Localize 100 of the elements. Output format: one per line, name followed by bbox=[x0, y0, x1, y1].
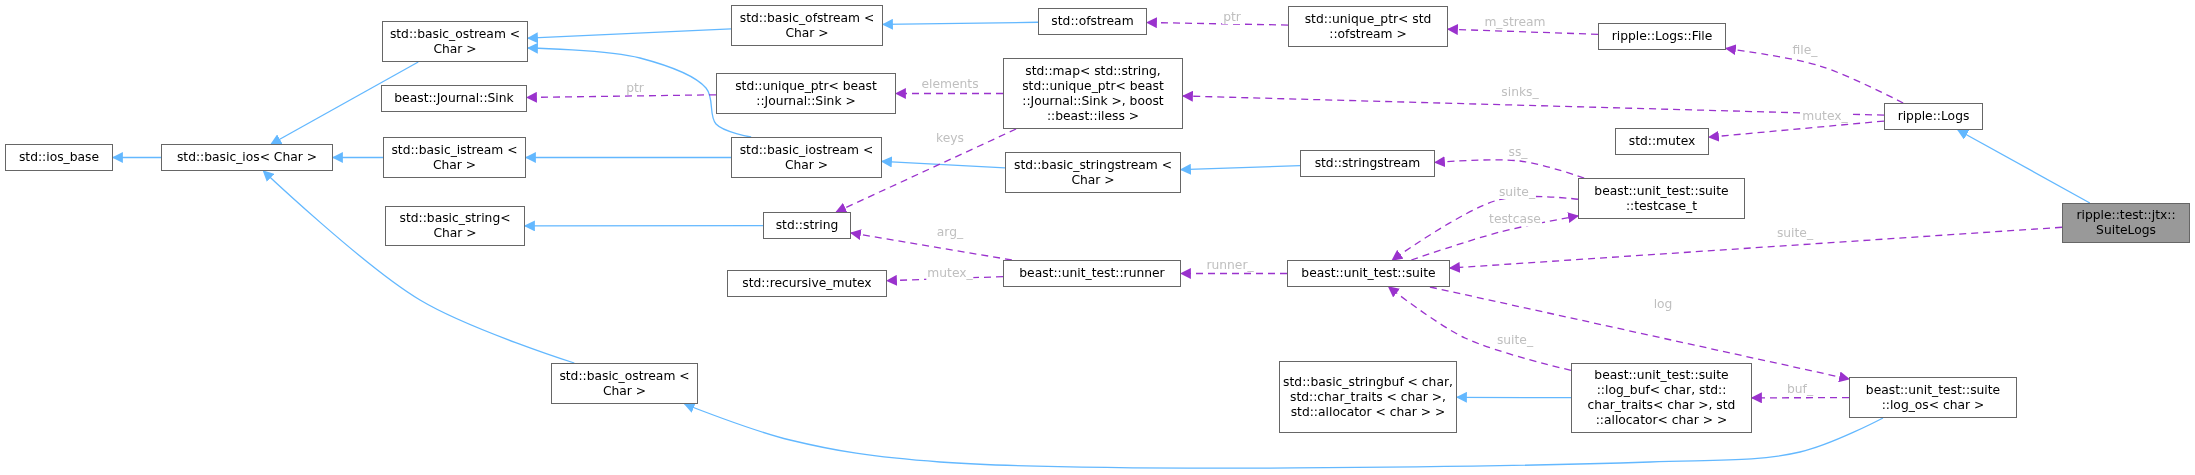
class-name: std::recursive_mutex bbox=[741, 276, 873, 291]
dashed-arrow bbox=[1707, 120, 1885, 142]
edge-label: buf_ bbox=[1785, 382, 1815, 396]
class-name: std::unique_ptr< beast ::Journal::Sink > bbox=[734, 78, 878, 109]
class-name: beast::unit_test::suite ::testcase_t bbox=[1593, 183, 1730, 214]
class-box bbox=[731, 137, 882, 178]
class-box bbox=[1849, 377, 2017, 418]
class-name: std::basic_ostream < Char > bbox=[558, 368, 691, 399]
class-box bbox=[1571, 363, 1752, 433]
class-name: std::map< std::string, std::unique_ptr< beast ::Journal::Sink >, boost ::beast::iless > bbox=[1021, 63, 1165, 124]
class-box bbox=[551, 363, 698, 404]
arrow bbox=[1956, 129, 2091, 204]
dashed-arrow bbox=[1446, 24, 1599, 36]
arrow bbox=[526, 42, 752, 138]
class-box bbox=[716, 73, 896, 114]
arrow bbox=[111, 152, 162, 163]
edge-label: m_stream bbox=[1483, 15, 1547, 29]
dashed-arrow bbox=[1145, 17, 1289, 29]
arrow bbox=[683, 402, 1884, 469]
class-name: std::unique_ptr< std ::ofstream > bbox=[1303, 11, 1433, 42]
class-box bbox=[1287, 260, 1450, 287]
arrow bbox=[1179, 163, 1301, 175]
dashed-arrow bbox=[1433, 156, 1585, 179]
class-box bbox=[2062, 203, 2190, 243]
dashed-arrow bbox=[1724, 44, 1904, 104]
edge-label: mutex_ bbox=[926, 266, 974, 280]
dashed-arrow bbox=[894, 88, 1004, 99]
class-box bbox=[385, 206, 525, 246]
arrow bbox=[524, 152, 732, 163]
edge-label: suite_ bbox=[1775, 226, 1815, 240]
class-name: std::mutex bbox=[1627, 134, 1697, 149]
arrow bbox=[270, 61, 419, 145]
edge-label: elements bbox=[920, 77, 980, 91]
dashed-arrow bbox=[1391, 195, 1579, 261]
class-box bbox=[1598, 23, 1726, 50]
class-box bbox=[1615, 128, 1709, 155]
class-name: std::basic_string< Char > bbox=[398, 211, 512, 241]
class-name: ripple::Logs::File bbox=[1610, 29, 1714, 44]
class-name: ripple::Logs bbox=[1896, 109, 1971, 124]
class-box bbox=[1003, 58, 1183, 129]
dashed-arrow bbox=[1410, 212, 1580, 261]
arrow bbox=[331, 152, 384, 163]
class-name: std::basic_stringbuf < char, std::char_traits < char >, std::allocator < char > > bbox=[1282, 374, 1454, 420]
dashed-arrow bbox=[525, 91, 717, 103]
edge-label: log bbox=[1652, 297, 1674, 311]
class-name: std::ofstream bbox=[1050, 14, 1135, 29]
edge-label: testcase bbox=[1488, 212, 1542, 226]
class-name: std::basic_ios< Char > bbox=[175, 150, 319, 165]
arrow bbox=[526, 28, 732, 44]
class-name: beast::unit_test::suite ::log_buf< char, std:: char_traits< char >, std ::allocator< char > > bbox=[1586, 368, 1737, 428]
class-name: std::stringstream bbox=[1313, 156, 1422, 171]
class-box bbox=[5, 144, 113, 171]
class-name: beast::Journal::Sink bbox=[393, 91, 515, 106]
class-name: std::ios_base bbox=[17, 150, 101, 165]
dashed-arrow bbox=[1181, 90, 1885, 116]
edge-label: ptr bbox=[625, 81, 645, 95]
class-box bbox=[1005, 152, 1181, 193]
dashed-arrow bbox=[1750, 392, 1850, 404]
class-box bbox=[1288, 6, 1448, 47]
class-name: ripple::test::jtx:: SuiteLogs bbox=[2075, 208, 2177, 238]
edge-label: mutex_ bbox=[1801, 109, 1849, 123]
edge-label: suite_ bbox=[1497, 185, 1537, 199]
class-box bbox=[1884, 103, 1983, 130]
dashed-arrow bbox=[1448, 226, 2063, 273]
edge-label: sinks_ bbox=[1500, 85, 1540, 99]
class-box bbox=[1038, 8, 1147, 35]
class-box bbox=[1279, 361, 1457, 433]
edge-label: suite_ bbox=[1495, 333, 1535, 347]
class-name: std::basic_istream < Char > bbox=[390, 142, 519, 173]
class-name: std::string bbox=[774, 218, 840, 233]
class-name: std::basic_ofstream < Char > bbox=[738, 10, 876, 41]
class-name: std::basic_ostream < Char > bbox=[388, 26, 522, 57]
edge-label: ptr bbox=[1222, 10, 1242, 24]
edge-label: keys bbox=[935, 131, 965, 145]
arrow bbox=[523, 220, 764, 232]
dashed-arrow bbox=[1179, 268, 1288, 279]
class-box bbox=[763, 212, 851, 239]
class-name: beast::unit_test::suite bbox=[1300, 266, 1437, 281]
dashed-arrow bbox=[1429, 286, 1851, 383]
arrow bbox=[1455, 391, 1572, 403]
arrow bbox=[880, 156, 1006, 169]
class-box bbox=[382, 21, 528, 62]
class-box bbox=[1300, 150, 1435, 177]
class-box bbox=[1578, 178, 1745, 219]
class-box bbox=[383, 137, 526, 178]
arrow bbox=[881, 18, 1039, 30]
class-box bbox=[1003, 260, 1181, 287]
dashed-arrow bbox=[1387, 286, 1572, 371]
class-name: std::basic_iostream < Char > bbox=[738, 142, 875, 173]
dashed-arrow bbox=[835, 128, 1017, 213]
class-box bbox=[727, 270, 887, 297]
class-box bbox=[381, 85, 527, 112]
class-box bbox=[161, 144, 333, 171]
class-name: beast::unit_test::suite ::log_os< char > bbox=[1864, 382, 2002, 413]
class-name: std::basic_stringstream < Char > bbox=[1013, 157, 1173, 188]
class-name: beast::unit_test::runner bbox=[1018, 266, 1166, 281]
class-box bbox=[731, 5, 883, 46]
arrow bbox=[262, 170, 575, 364]
edge-label: file_ bbox=[1791, 43, 1819, 57]
dashed-arrow bbox=[849, 229, 1013, 261]
